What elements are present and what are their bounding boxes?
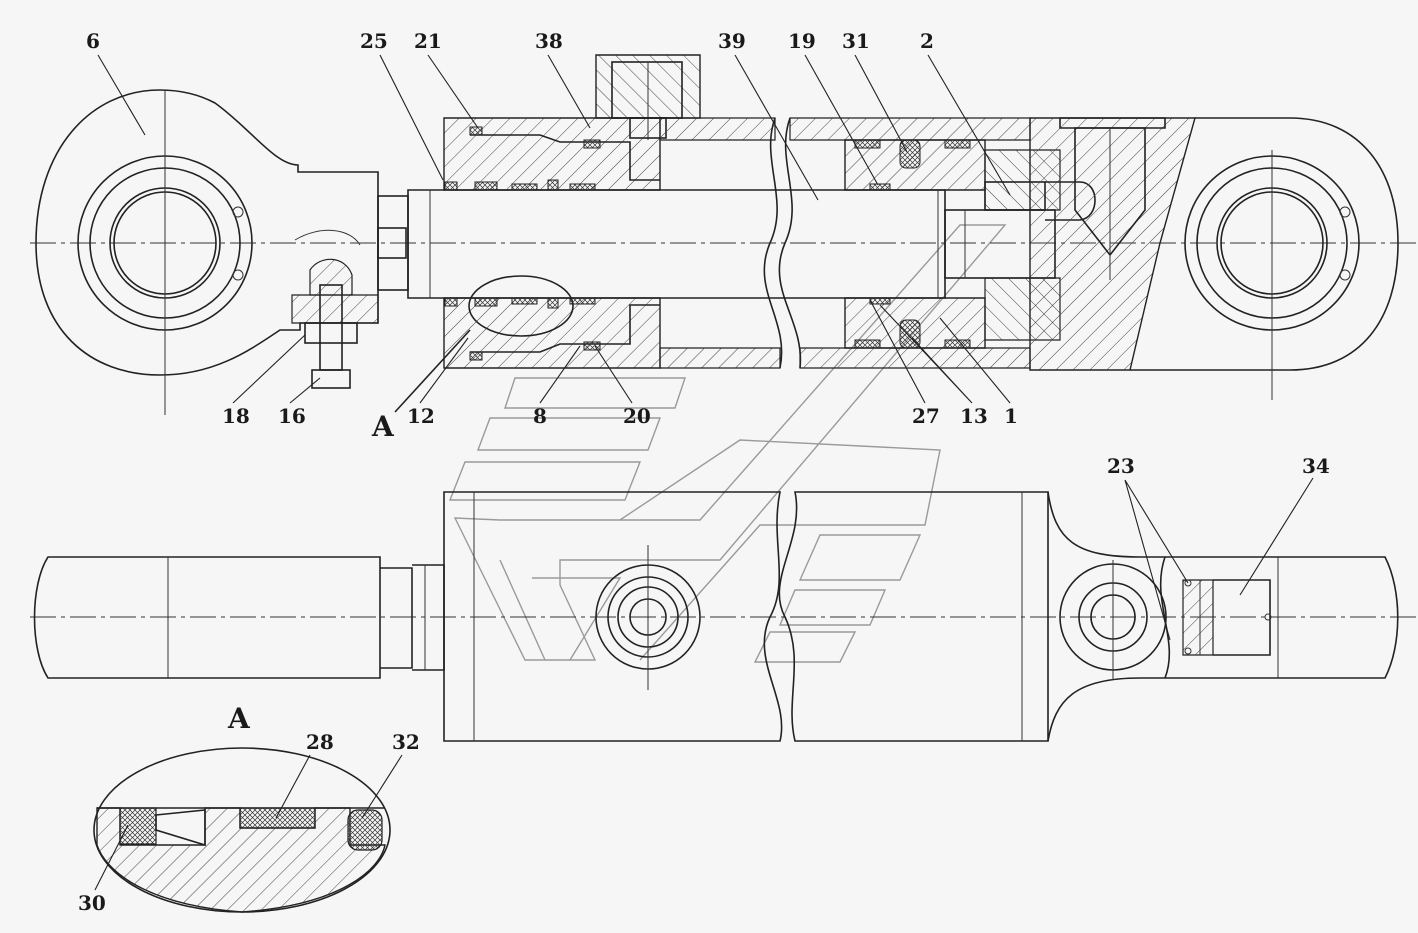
callout-13: 13 (960, 404, 988, 428)
rod-eye-right (1029, 117, 1399, 400)
callout-31: 31 (842, 29, 870, 53)
callout-12: 12 (407, 404, 435, 428)
detail-title-a: A (227, 702, 251, 735)
leader-lines (94, 54, 1314, 891)
callout-8: 8 (533, 404, 547, 428)
callout-30: 30 (78, 891, 106, 915)
callout-25: 25 (360, 29, 388, 53)
callout-1: 1 (1004, 404, 1018, 428)
piston (844, 139, 986, 349)
callout-16: 16 (278, 404, 306, 428)
detail-marker-a: A (371, 410, 395, 443)
watermark-logo (448, 224, 1007, 663)
callout-27: 27 (912, 404, 940, 428)
callout-21: 21 (414, 29, 442, 53)
callout-18: 18 (222, 404, 250, 428)
callout-6: 6 (86, 29, 100, 53)
cylinder-barrel (659, 117, 1031, 369)
callout-39: 39 (718, 29, 746, 53)
detail-a-view (93, 747, 391, 913)
callout-38: 38 (535, 29, 563, 53)
callout-19: 19 (788, 29, 816, 53)
callout-20: 20 (623, 404, 651, 428)
callout-34: 34 (1302, 454, 1330, 478)
callout-labels: 6 25 21 38 39 19 31 2 18 16 A 12 8 20 27… (78, 29, 1330, 915)
external-view (30, 491, 1418, 742)
gland-head (443, 117, 661, 369)
rod-eye-left (35, 89, 379, 415)
callout-32: 32 (392, 730, 420, 754)
piston-rod (377, 189, 946, 299)
callout-2: 2 (920, 29, 934, 53)
callout-23: 23 (1107, 454, 1135, 478)
callout-28: 28 (306, 730, 334, 754)
top-section-view (30, 54, 1418, 415)
